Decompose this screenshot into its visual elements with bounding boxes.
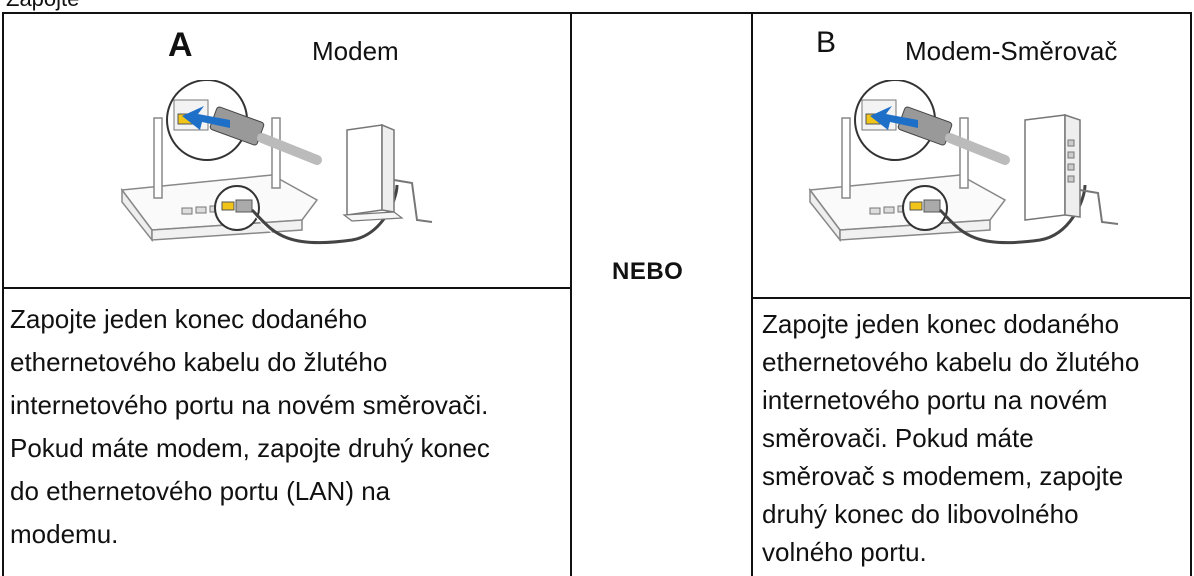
description-a-line: internetového portu na novém směrovači. [10, 390, 489, 420]
description-b-line: směrovači. Pokud máte [762, 423, 1034, 453]
row-divider-b [751, 297, 1192, 299]
description-a: Zapojte jeden konec dodaného ethernetové… [10, 298, 565, 556]
label-b: B [816, 26, 837, 59]
label-a: A [168, 26, 193, 64]
description-a-line: ethernetového kabelu do žlutého [10, 347, 388, 377]
description-a-line: do ethernetového portu (LAN) na [10, 476, 391, 506]
cropped-top-text: Zapojte [6, 0, 79, 12]
or-separator: NEBO [612, 258, 684, 285]
column-divider-left [570, 12, 572, 576]
title-b: Modem-Směrovač [905, 36, 1118, 66]
description-b-line: internetového portu na novém [762, 385, 1108, 415]
row-divider-a [2, 287, 572, 289]
description-a-line: modemu. [10, 519, 119, 549]
title-a: Modem [312, 36, 399, 66]
table-border-left [2, 12, 4, 576]
description-b-line: druhý konec do libovolného [762, 499, 1079, 529]
description-b-line: směrovač s modemem, zapojte [762, 461, 1124, 491]
table-border-right [1190, 12, 1192, 576]
router-modem-illustration-a [120, 80, 433, 248]
description-a-line: Zapojte jeden konec dodaného [10, 304, 368, 334]
column-divider-right [751, 12, 753, 576]
heading-b: B [816, 26, 836, 60]
description-b: Zapojte jeden konec dodaného ethernetové… [762, 305, 1190, 571]
table-border-top [2, 12, 1192, 14]
router-modem-router-illustration-b [808, 80, 1119, 245]
heading-a: A [168, 26, 193, 65]
description-b-line: ethernetového kabelu do žlutého [762, 347, 1140, 377]
description-a-line: Pokud máte modem, zapojte druhý konec [10, 433, 490, 463]
description-b-line: Zapojte jeden konec dodaného [762, 309, 1120, 339]
description-b-line: volného portu. [762, 537, 927, 567]
